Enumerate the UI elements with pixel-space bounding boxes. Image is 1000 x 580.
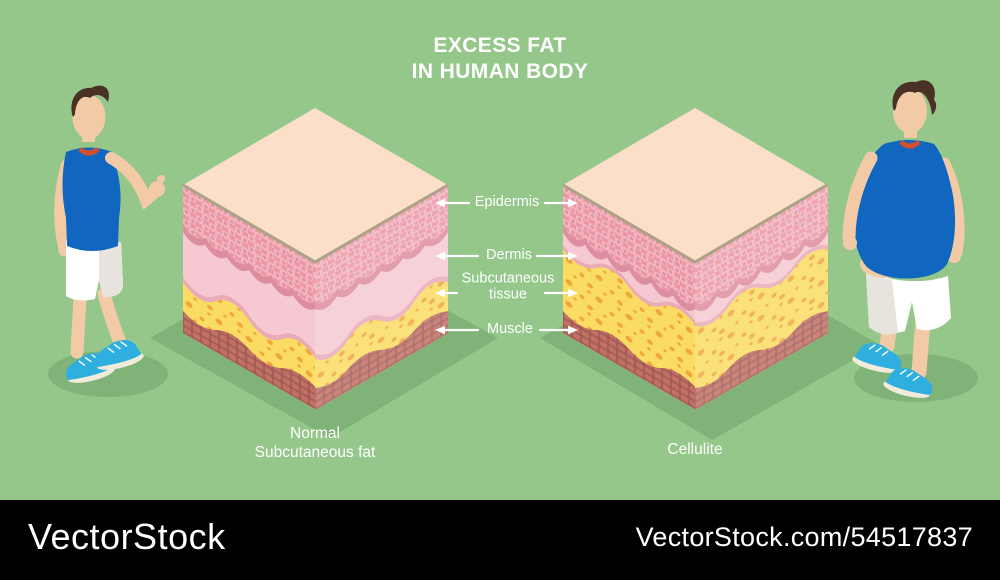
skin-block-normal bbox=[182, 108, 449, 410]
callout-arrows bbox=[435, 198, 578, 335]
caption-normal: Normal Subcutaneous fat bbox=[255, 424, 376, 463]
slim-man-figure bbox=[48, 85, 168, 397]
caption-normal-line1: Normal bbox=[290, 425, 340, 442]
vectorstock-url: VectorStock.com/54517837 bbox=[635, 521, 973, 552]
title-line2: IN HUMAN BODY bbox=[411, 59, 589, 83]
sneaker-right bbox=[883, 368, 933, 398]
caption-cellulite: Cellulite bbox=[667, 441, 723, 458]
caption-normal-line2: Subcutaneous fat bbox=[254, 444, 376, 462]
sneaker-left bbox=[852, 343, 902, 373]
title-line1: EXCESS FAT bbox=[433, 34, 567, 57]
label-epidermis: Epidermis bbox=[474, 194, 540, 211]
label-muscle: Muscle bbox=[487, 321, 533, 338]
overweight-man-figure bbox=[842, 80, 978, 402]
sneaker-right bbox=[94, 340, 144, 370]
label-dermis: Dermis bbox=[486, 247, 532, 264]
skin-block-cellulite bbox=[562, 108, 828, 410]
watermark-bar: VectorStock VectorStock.com/54517837 bbox=[0, 500, 1000, 580]
label-subcutaneous-tissue: Subcutaneous tissue bbox=[461, 270, 555, 302]
vectorstock-logo: VectorStock bbox=[28, 516, 226, 557]
page-title: EXCESS FAT IN HUMAN BODY bbox=[0, 33, 1000, 84]
